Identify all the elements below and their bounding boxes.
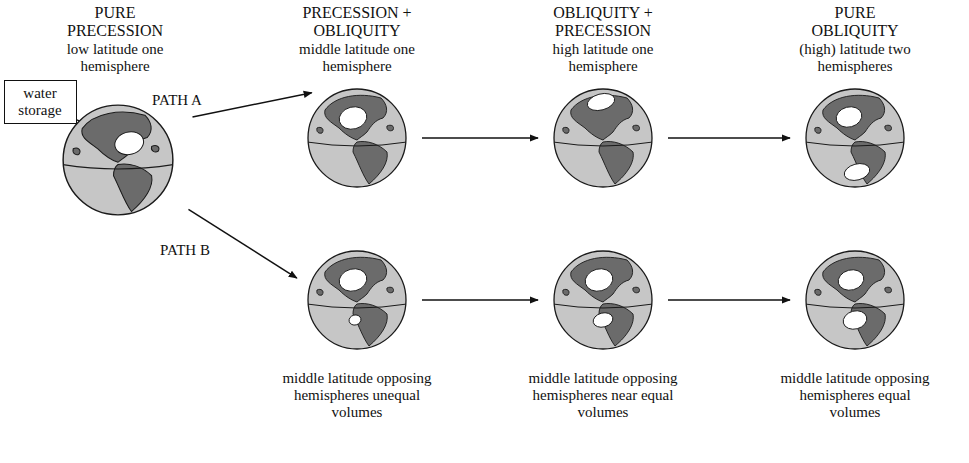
globe-drawing <box>805 250 905 350</box>
ocean <box>806 251 904 349</box>
globe-drawing <box>62 104 174 216</box>
continent <box>815 95 892 184</box>
ocean <box>308 89 406 187</box>
water-storage-ice <box>836 267 866 293</box>
continent <box>815 257 892 346</box>
connector-arrow <box>422 299 538 301</box>
ocean <box>308 251 406 349</box>
globe-caption: (high) latitude two hemispheres <box>795 41 915 75</box>
globe: middle latitude opposing hemispheres nea… <box>553 250 653 350</box>
callout-text: water storage <box>11 85 69 119</box>
continent <box>317 95 394 184</box>
ocean <box>806 89 904 187</box>
globe-caption: middle latitude opposing hemispheres une… <box>281 370 433 420</box>
globe: PRECESSION + OBLIQUITYmiddle latitude on… <box>307 88 407 188</box>
globe-caption: low latitude one hemisphere <box>62 41 168 75</box>
globe-outline <box>554 251 652 349</box>
globe-outline <box>308 89 406 187</box>
connector-arrow <box>192 93 311 117</box>
equator <box>307 304 407 308</box>
water-storage-ice <box>841 308 869 332</box>
continent <box>563 257 640 346</box>
globe-drawing <box>307 88 407 188</box>
globe-caption: middle latitude opposing hemispheres nea… <box>527 370 679 420</box>
equator <box>805 304 905 308</box>
water-storage-ice <box>348 314 362 327</box>
connector-arrow <box>422 137 538 139</box>
equator <box>307 142 407 146</box>
path-label: PATH A <box>150 92 204 109</box>
equator <box>553 142 653 146</box>
globe: middle latitude opposing hemispheres une… <box>307 250 407 350</box>
connector-arrow <box>668 299 790 301</box>
path-label: PATH B <box>158 242 212 259</box>
globe-caption: middle latitude one hemisphere <box>298 41 416 75</box>
water-storage-ice <box>834 104 864 130</box>
water-storage-ice <box>583 266 616 294</box>
globe-outline <box>308 251 406 349</box>
globe-drawing <box>553 88 653 188</box>
column-heading: PURE PRECESSION <box>59 4 171 40</box>
column-heading: PURE OBLIQUITY <box>799 4 911 40</box>
ocean <box>554 251 652 349</box>
column-heading: OBLIQUITY + PRECESSION <box>536 4 671 40</box>
globe: PURE PRECESSIONlow latitude one hemisphe… <box>62 104 174 216</box>
globe-drawing <box>307 250 407 350</box>
globe-outline <box>63 105 173 215</box>
equator <box>553 304 653 308</box>
globe: OBLIQUITY + PRECESSIONhigh latitude one … <box>553 88 653 188</box>
water-storage-ice <box>592 311 615 330</box>
water-storage-ice <box>842 161 871 183</box>
globe-caption: middle latitude opposing hemispheres equ… <box>779 370 931 420</box>
globe-drawing <box>805 88 905 188</box>
water-storage-ice <box>337 266 370 294</box>
water-storage-ice <box>337 104 370 132</box>
globe-outline <box>806 251 904 349</box>
continent <box>73 112 159 211</box>
ocean <box>63 105 173 215</box>
column-heading: PRECESSION + OBLIQUITY <box>290 4 425 40</box>
water-storage-ice <box>112 129 146 158</box>
globe-drawing <box>553 250 653 350</box>
globe: middle latitude opposing hemispheres equ… <box>805 250 905 350</box>
continent <box>317 257 394 346</box>
callout-box: water storage <box>4 80 77 124</box>
equator <box>62 164 174 168</box>
connector-arrow <box>668 137 790 139</box>
globe-caption: high latitude one hemisphere <box>549 41 657 75</box>
globe-outline <box>806 89 904 187</box>
ocean <box>554 89 652 187</box>
equator <box>805 142 905 146</box>
globe: PURE OBLIQUITY(high) latitude two hemisp… <box>805 88 905 188</box>
water-storage-ice <box>585 91 616 114</box>
globe-outline <box>554 89 652 187</box>
